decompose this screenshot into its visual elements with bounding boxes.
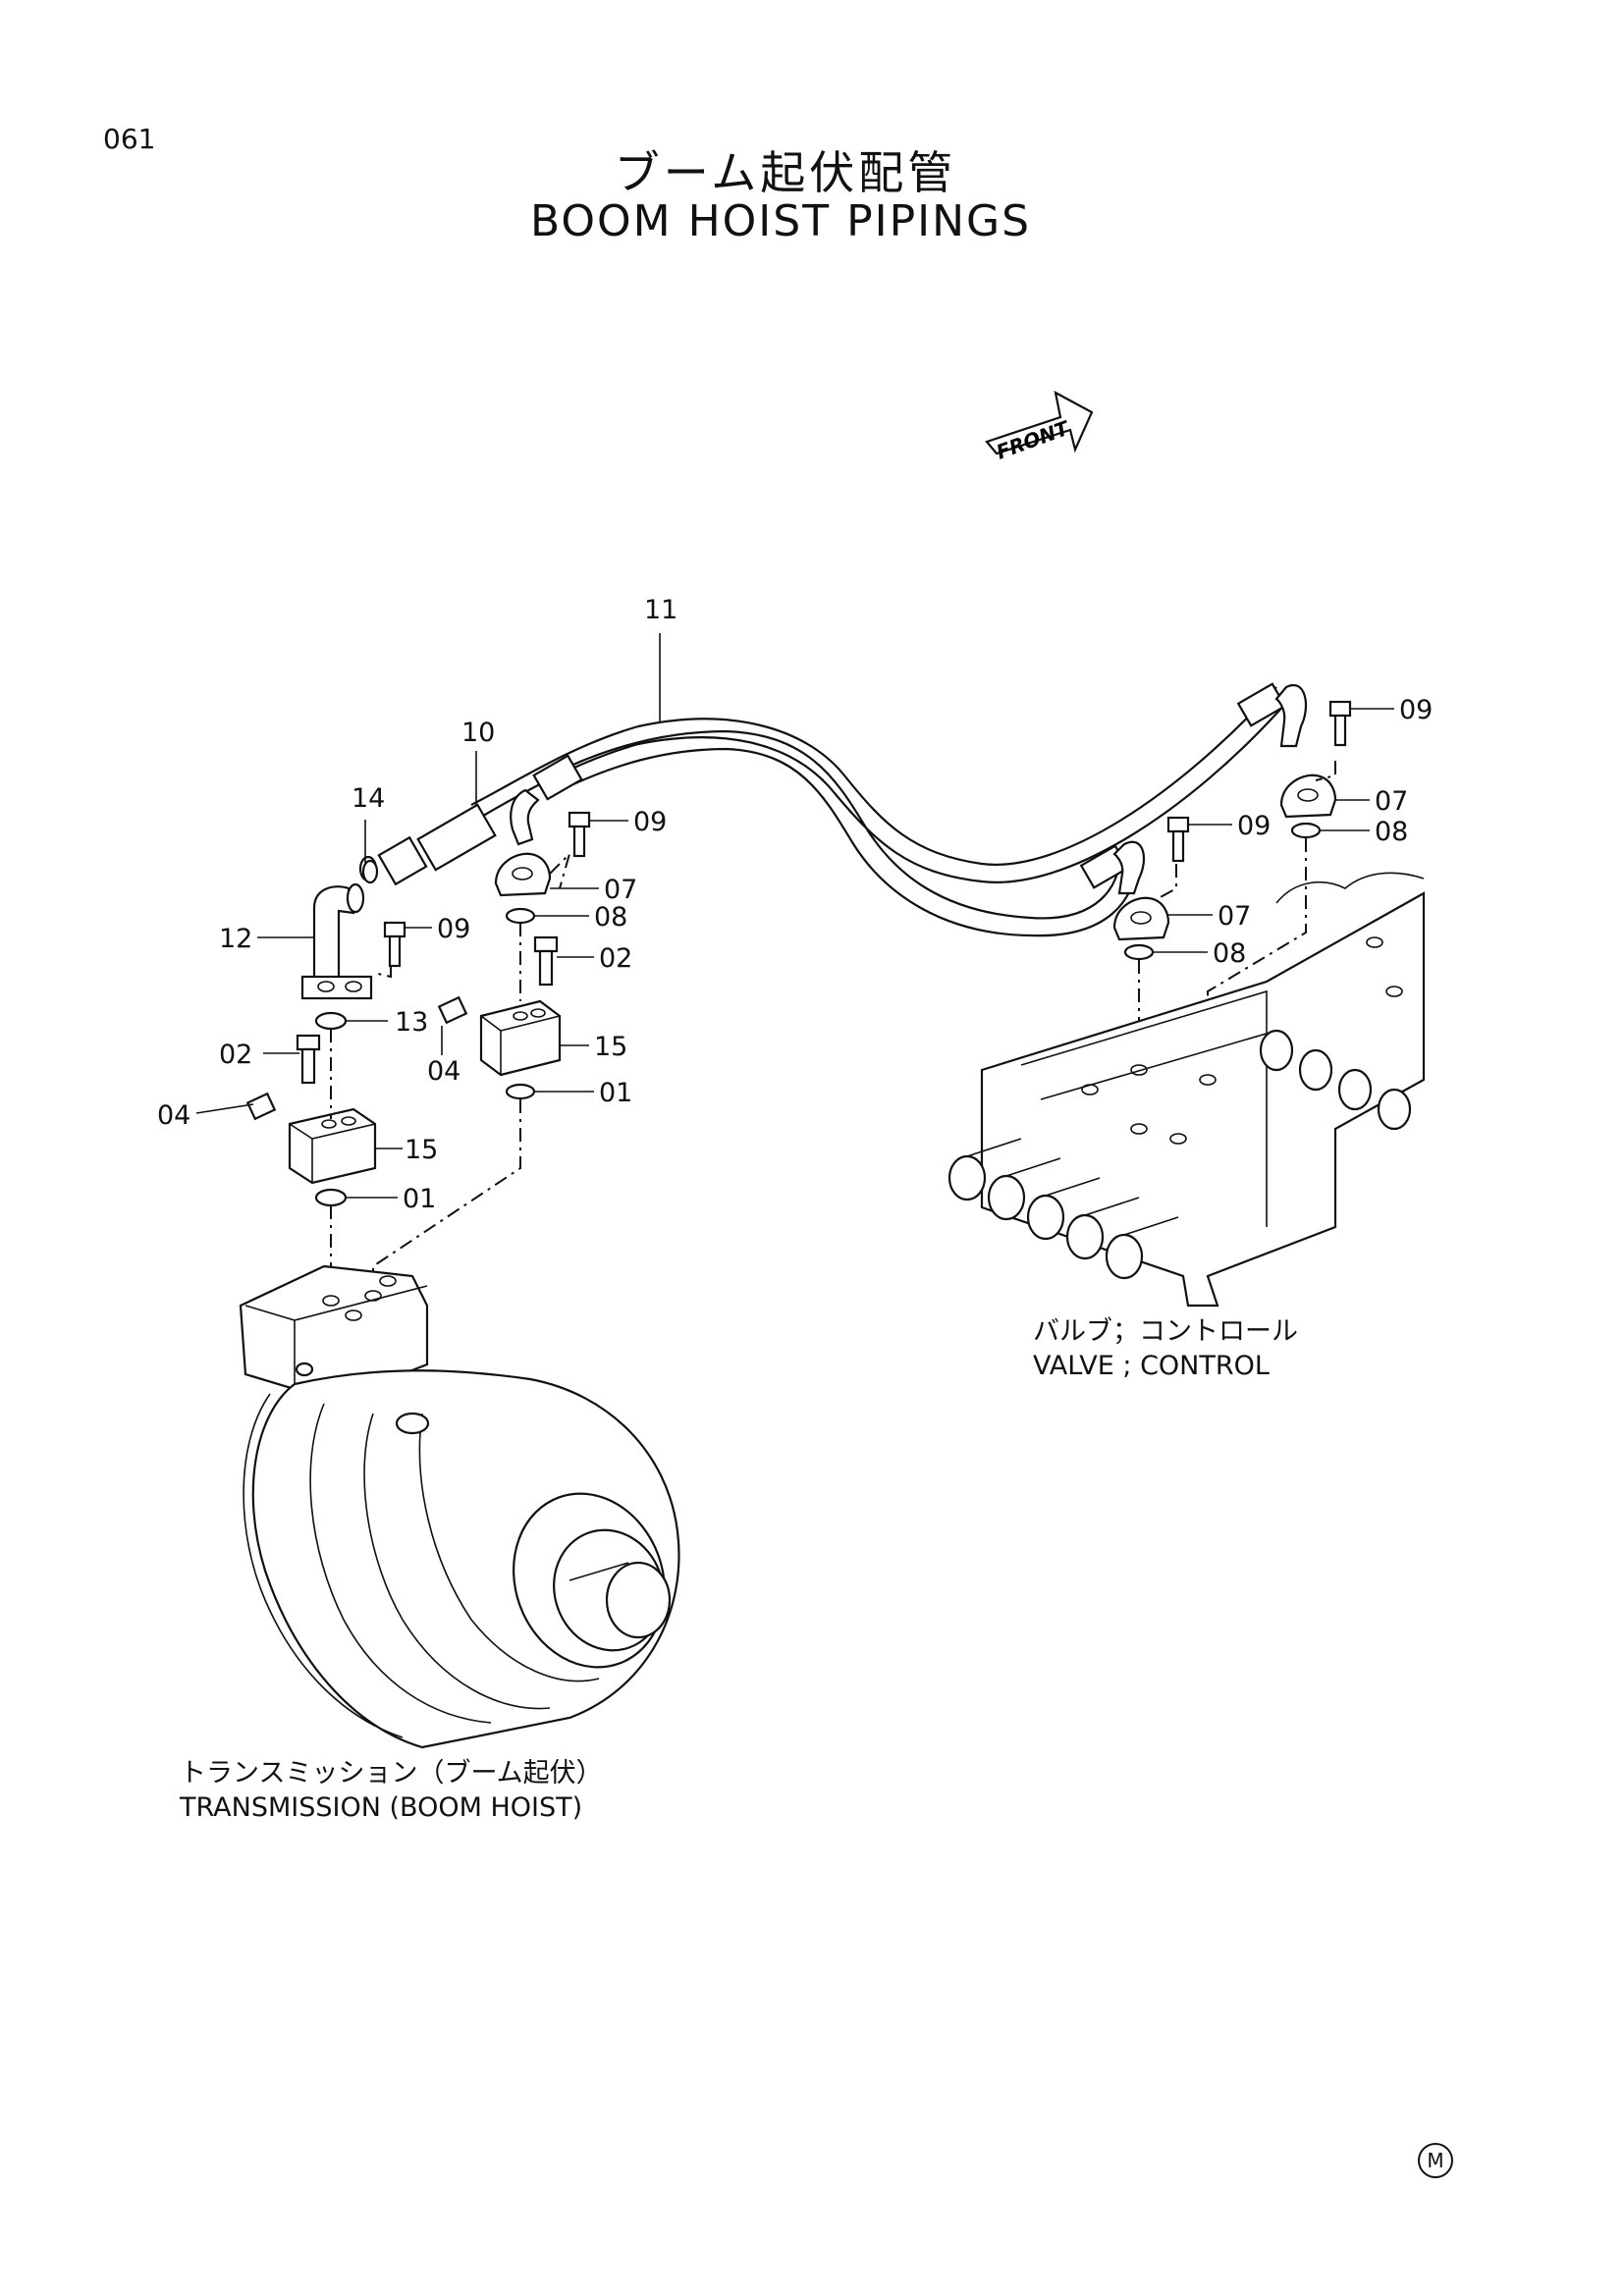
label-part-08-c: 08	[1375, 817, 1408, 847]
front-label: FRONT	[994, 416, 1073, 464]
corner-mark: M	[1418, 2143, 1453, 2178]
flange-parts	[494, 774, 1337, 941]
valve-caption-japanese: バルブ；コントロール	[1033, 1316, 1298, 1347]
component-captions: バルブ；コントロール VALVE ; CONTROL トランスミッション（ブーム…	[179, 1316, 1298, 1823]
label-part-09-b: 09	[437, 914, 470, 944]
label-part-12: 12	[219, 924, 252, 954]
label-part-09-c: 09	[1237, 811, 1271, 841]
label-part-11: 11	[644, 595, 677, 625]
elbow-pipe	[300, 855, 378, 1000]
transmission-caption: TRANSMISSION (BOOM HOIST)	[179, 1792, 582, 1823]
label-part-01-a: 01	[599, 1078, 632, 1108]
valve-caption: VALVE ; CONTROL	[1033, 1351, 1270, 1381]
plug-parts	[245, 995, 468, 1121]
label-part-07-b: 07	[1218, 901, 1251, 932]
label-part-04-b: 04	[157, 1100, 190, 1131]
front-arrow-icon: FRONT	[985, 390, 1094, 464]
label-part-15-b: 15	[405, 1135, 438, 1165]
label-part-07-c: 07	[1375, 786, 1408, 817]
page-title-japanese: ブーム起伏配管	[614, 146, 957, 199]
bolt-parts	[296, 700, 1352, 1085]
label-part-07-a: 07	[604, 875, 637, 905]
label-part-09-d: 09	[1399, 695, 1433, 725]
label-part-08-a: 08	[594, 902, 627, 933]
page-title: BOOM HOIST PIPINGS	[529, 196, 1032, 246]
label-part-13: 13	[395, 1007, 428, 1038]
label-part-01-b: 01	[403, 1184, 436, 1214]
label-part-02-a: 02	[599, 943, 632, 974]
label-part-08-b: 08	[1213, 938, 1246, 969]
label-part-10: 10	[461, 718, 495, 748]
valve-spools	[947, 1029, 1412, 1280]
hose-assembly	[377, 682, 1308, 937]
o-ring-parts	[314, 822, 1322, 1207]
label-part-14: 14	[352, 783, 385, 814]
control-valve	[947, 872, 1426, 1308]
label-part-15-a: 15	[594, 1032, 627, 1062]
transmission-caption-japanese: トランスミッション（ブーム起伏）	[180, 1758, 603, 1789]
part-number-labels: 11 10 14 12 09 09 09 09 07 07 07 08 08 0…	[157, 595, 1433, 1214]
label-part-02-b: 02	[219, 1040, 252, 1070]
page-number: 061	[103, 123, 156, 155]
label-part-04-a: 04	[427, 1056, 460, 1087]
manifold-blocks	[288, 999, 562, 1185]
transmission	[239, 1264, 680, 1749]
label-part-09-a: 09	[633, 807, 667, 837]
leader-lines	[195, 633, 1394, 1199]
